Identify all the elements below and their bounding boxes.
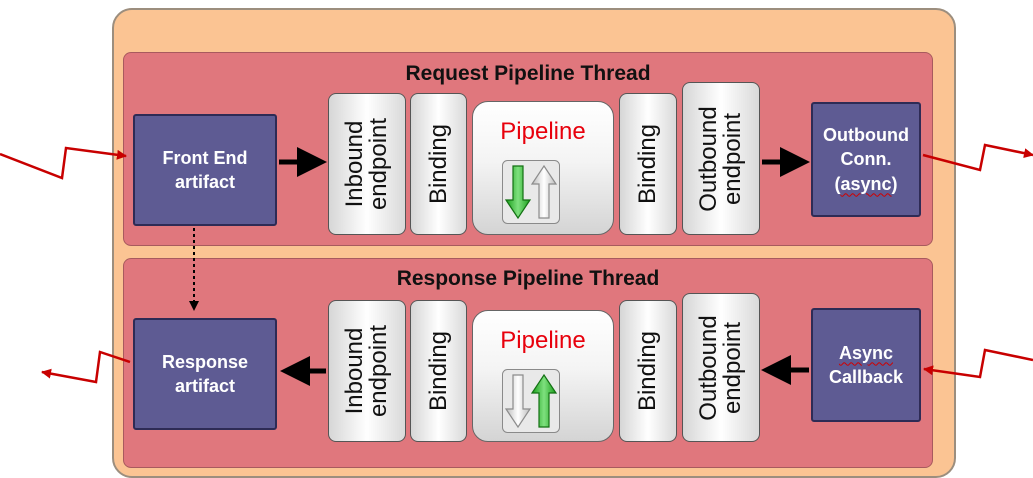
- response-pipeline: Pipeline: [472, 310, 614, 442]
- outbound-conn-line3-close: ): [891, 173, 898, 194]
- request-inbound-endpoint: Inbound endpoint: [328, 93, 406, 235]
- response-inbound-endpoint: Inbound endpoint: [328, 300, 406, 442]
- response-outbound-endpoint: Outbound endpoint: [682, 293, 760, 442]
- response-outbound-endpoint-label: Outbound endpoint: [695, 314, 746, 421]
- outbound-conn-line2: Conn.: [840, 149, 892, 170]
- response-artifact-line1: Response: [161, 351, 249, 372]
- response-binding-in: Binding: [410, 300, 467, 442]
- request-inbound-endpoint-label: Inbound endpoint: [341, 117, 392, 211]
- request-binding-in-label: Binding: [424, 123, 452, 205]
- request-binding-out-label: Binding: [634, 123, 661, 205]
- front-end-line1: Front End: [162, 147, 248, 168]
- request-outbound-endpoint-label: Outbound endpoint: [695, 105, 746, 212]
- down-green-up-gray-arrows-icon: [502, 160, 560, 224]
- outbound-conn-line3-word: async: [840, 173, 892, 194]
- response-binding-in-label: Binding: [424, 330, 452, 412]
- response-binding-out-label: Binding: [634, 330, 661, 412]
- request-pipeline-label: Pipeline: [500, 118, 586, 145]
- response-artifact: Response artifact: [133, 318, 277, 430]
- response-artifact-line2: artifact: [174, 376, 236, 396]
- outbound-conn-line3: (async): [823, 172, 909, 196]
- async-callback-line1: Async: [838, 342, 893, 363]
- response-pipeline-label: Pipeline: [500, 327, 586, 354]
- response-inbound-endpoint-label: Inbound endpoint: [341, 324, 392, 418]
- request-outbound-endpoint: Outbound endpoint: [682, 82, 760, 235]
- async-callback-line2: Callback: [828, 367, 904, 387]
- lightning-incoming-request-icon: [0, 146, 127, 180]
- request-thread-title: Request Pipeline Thread: [405, 62, 651, 85]
- outbound-conn-artifact: Outbound Conn. (async): [811, 102, 921, 217]
- response-thread-title: Response Pipeline Thread: [396, 267, 660, 290]
- front-end-line2: artifact: [174, 172, 235, 192]
- response-binding-out: Binding: [619, 300, 677, 442]
- request-binding-out: Binding: [619, 93, 677, 235]
- outbound-conn-line1: Outbound: [823, 125, 909, 146]
- request-binding-in: Binding: [410, 93, 467, 235]
- outbound-conn-line3-open: (: [834, 173, 841, 194]
- diagram-canvas: Request Pipeline Thread Front End artifac…: [0, 8, 1033, 478]
- request-pipeline: Pipeline: [472, 101, 614, 235]
- async-callback-artifact: Async Callback: [811, 308, 921, 422]
- front-end-artifact: Front End artifact: [133, 114, 277, 226]
- down-gray-up-green-arrows-icon: [502, 369, 560, 433]
